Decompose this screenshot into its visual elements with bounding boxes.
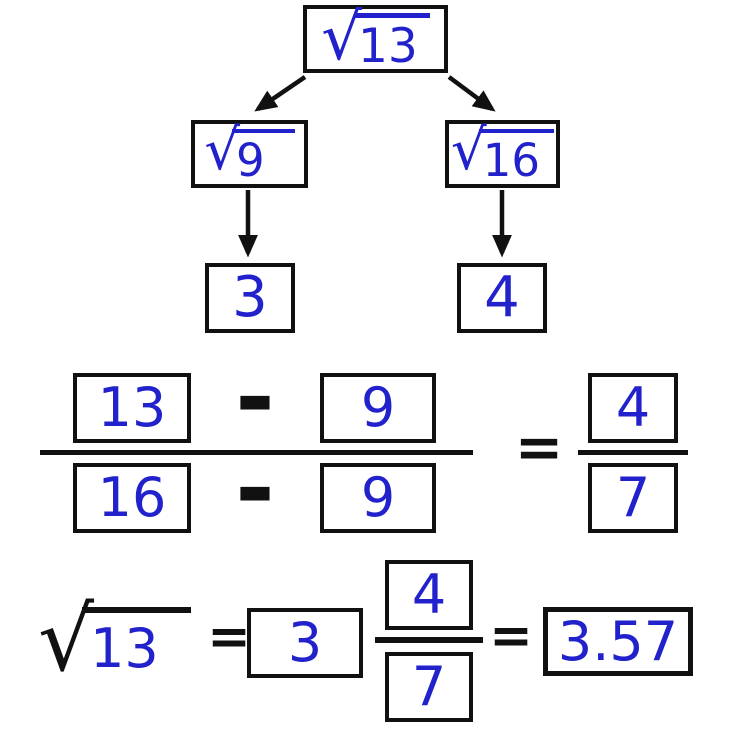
tree-root-box: √ 13 — [303, 5, 448, 73]
sqrt-9-expression: √ 9 — [204, 123, 295, 185]
value-label: 7 — [615, 466, 651, 529]
final-fraction-num-box: 4 — [385, 560, 473, 630]
final-fraction-den-box: 7 — [385, 652, 473, 722]
value-label: 4 — [615, 376, 651, 439]
sqrt-16-expression: √ 16 — [451, 123, 554, 185]
tree-left-box: √ 9 — [191, 120, 308, 188]
radicand-value: 13 — [82, 607, 191, 678]
value-label: 9 — [360, 466, 396, 529]
radicand-value: 16 — [478, 129, 554, 185]
radicand-value: 9 — [232, 129, 295, 185]
fraction-bar-result — [578, 450, 688, 455]
proportion-den-right-box: 9 — [320, 463, 436, 533]
value-label: 7 — [411, 655, 447, 718]
equals-operator: = — [514, 413, 564, 481]
proportion-den-left-box: 16 — [73, 463, 191, 533]
final-decimal-box: 3.57 — [543, 607, 693, 676]
sqrt-13-final-expression: √ 13 — [38, 596, 191, 684]
value-label: 3 — [287, 611, 323, 674]
tree-right-box: √ 16 — [445, 120, 560, 188]
final-whole-part-box: 3 — [247, 608, 363, 678]
equals-operator: = — [207, 607, 251, 667]
sqrt-13-expression: √ 13 — [321, 6, 430, 72]
value-label: 3 — [232, 265, 268, 330]
value-label: 9 — [360, 376, 396, 439]
tree-left-value-box: 3 — [205, 263, 295, 333]
value-label: 4 — [484, 265, 520, 330]
arrow-root-to-sqrt9 — [254, 75, 307, 112]
minus-operator: - — [235, 342, 275, 453]
minus-operator: - — [235, 433, 275, 544]
radicand-value: 13 — [353, 13, 430, 72]
value-label: 4 — [411, 563, 447, 626]
value-label: 16 — [97, 466, 167, 529]
value-label: 13 — [97, 376, 167, 439]
tree-right-value-box: 4 — [457, 263, 547, 333]
fraction-bar-main — [40, 450, 473, 455]
arrow-root-to-sqrt16 — [447, 75, 496, 112]
value-label: 3.57 — [557, 609, 679, 673]
fraction-bar-final — [375, 637, 483, 643]
proportion-result-num-box: 4 — [588, 373, 678, 443]
proportion-result-den-box: 7 — [588, 463, 678, 533]
equals-operator: = — [489, 606, 533, 666]
proportion-num-left-box: 13 — [73, 373, 191, 443]
proportion-num-right-box: 9 — [320, 373, 436, 443]
